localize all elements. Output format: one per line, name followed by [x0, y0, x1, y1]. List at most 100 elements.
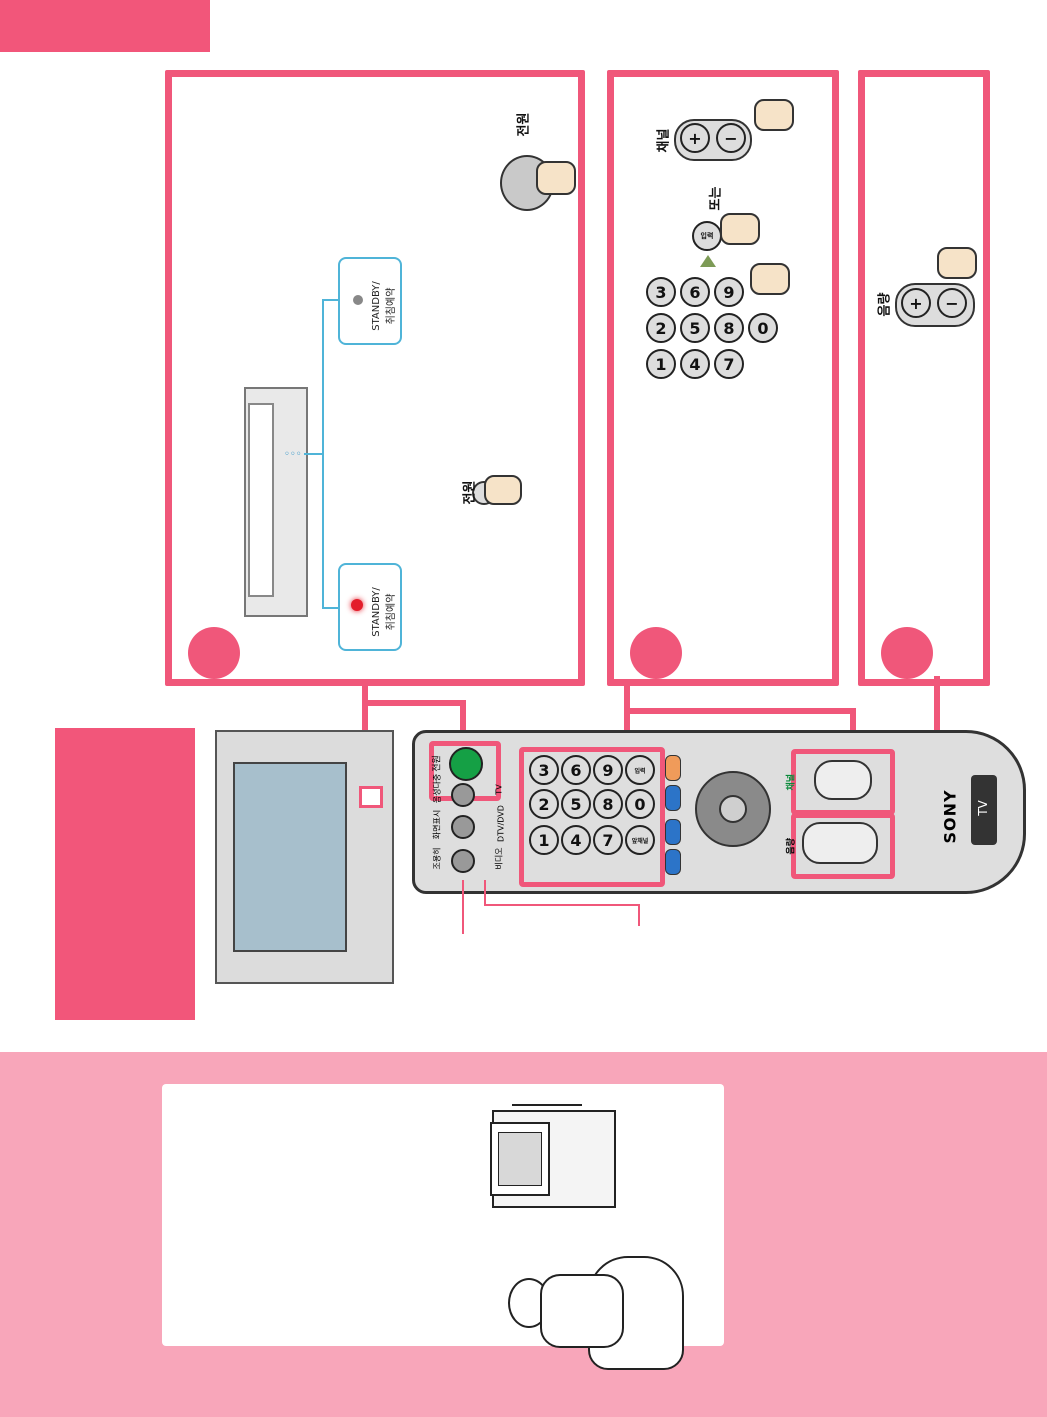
remote-model-badge: TV	[971, 775, 997, 845]
digit-button: 3	[646, 277, 676, 307]
remote-digit[interactable]: 4	[561, 825, 591, 855]
remote-brand: SONY	[940, 789, 960, 844]
callout-line	[484, 904, 640, 906]
volume-label: 음량	[877, 292, 893, 317]
remote-color-button[interactable]	[665, 819, 681, 845]
standby-indicator-on: STANDBY/ 취침예약	[338, 563, 402, 651]
audio-button[interactable]	[451, 783, 475, 807]
enter-label: 입력	[700, 232, 714, 240]
person-body	[540, 1274, 624, 1348]
dpad-center[interactable]	[719, 795, 747, 823]
hand-icon	[750, 263, 790, 295]
viewer-illustration	[486, 1226, 686, 1376]
tv-on-cabinet	[490, 1122, 550, 1196]
digit-button: 7	[714, 349, 744, 379]
display-button[interactable]	[451, 815, 475, 839]
digit-button: 6	[680, 277, 710, 307]
tv-illustration	[215, 730, 394, 984]
dpad[interactable]	[695, 771, 771, 847]
connector	[304, 453, 324, 455]
remote-digit[interactable]: 앞채널	[625, 825, 655, 855]
channel-rocker-remote[interactable]	[814, 760, 872, 800]
remote-color-button[interactable]	[665, 755, 681, 781]
callout-line	[462, 880, 464, 934]
volume-rocker-remote[interactable]	[802, 822, 878, 864]
step-panel-3: + − 음량	[858, 70, 990, 686]
mute-label: 조용히	[432, 847, 442, 870]
step-panel-1: ◦◦◦ STANDBY/ 취침예약 STANDBY/ 취침예약 전원 전원	[165, 70, 585, 686]
channel-minus-icon: −	[716, 123, 746, 153]
tv-power-label: 전원	[462, 480, 478, 505]
or-label: 또는	[708, 186, 724, 211]
remote-digit[interactable]: 9	[593, 755, 623, 785]
volume-plus-icon: +	[901, 288, 931, 318]
remote-digit[interactable]: 1	[529, 825, 559, 855]
digit-button: 5	[680, 313, 710, 343]
standby-label-on: STANDBY/ 취침예약	[371, 587, 397, 637]
side-block	[55, 728, 195, 1020]
tv-front-illustration: ◦◦◦	[244, 387, 308, 617]
remote-digit[interactable]: 7	[593, 825, 623, 855]
connector	[322, 299, 342, 301]
standby-indicator-off: STANDBY/ 취침예약	[338, 257, 402, 345]
digit-button: 4	[680, 349, 710, 379]
volume-label-remote: 음량	[786, 837, 797, 855]
remote-digit[interactable]: 5	[561, 789, 591, 819]
indicator-led-off	[353, 295, 363, 305]
display-label: 화면표시	[432, 809, 442, 840]
callout-line	[638, 904, 640, 926]
remote-digit[interactable]: 입력	[625, 755, 655, 785]
remote-digit[interactable]: 0	[625, 789, 655, 819]
digit-button: 1	[646, 349, 676, 379]
tv-cabinet-illustration	[482, 1100, 622, 1210]
enter-button: 입력	[692, 221, 722, 251]
remote-model: TV	[976, 800, 990, 816]
step-badge-2	[630, 627, 682, 679]
hand-icon	[536, 161, 576, 195]
channel-highlight	[791, 749, 895, 815]
remote-digit[interactable]: 2	[529, 789, 559, 819]
remote-digit[interactable]: 3	[529, 755, 559, 785]
remote-color-button[interactable]	[665, 785, 681, 811]
mute-button[interactable]	[451, 849, 475, 873]
standby-label-off: STANDBY/ 취침예약	[371, 281, 397, 331]
remote-power-button[interactable]	[449, 747, 483, 781]
step-badge-3	[881, 627, 933, 679]
hand-icon	[937, 247, 977, 279]
callout-line	[484, 880, 486, 904]
digit-button: 8	[714, 313, 744, 343]
hand-icon	[720, 213, 760, 245]
indicator-led-on	[351, 599, 363, 611]
hand-icon	[484, 475, 522, 505]
step-panel-2: + − 채널 또는 입력 3 6 9 2 5 8 0 1 4 7	[607, 70, 839, 686]
connector	[460, 700, 466, 742]
audio-label: 음성다중	[432, 773, 442, 804]
digit-button: 9	[714, 277, 744, 307]
tv-screen	[233, 762, 347, 952]
tv-label: TV	[494, 784, 504, 795]
remote-color-button[interactable]	[665, 849, 681, 875]
step-badge-1	[188, 627, 240, 679]
hand-icon	[754, 99, 794, 131]
connector	[322, 607, 342, 609]
remote-illustration: 전원 조용히 화면표시 음성다중 비디오 DTV/DVD TV 3 6 9 입력…	[412, 730, 1026, 894]
digit-button: 0	[748, 313, 778, 343]
volume-minus-icon: −	[937, 288, 967, 318]
remote-power-label: 전원	[516, 112, 532, 137]
connector	[362, 700, 466, 706]
digit-pad-highlight	[519, 747, 665, 887]
plant	[512, 1074, 582, 1106]
digit-button: 2	[646, 313, 676, 343]
remote-digit[interactable]: 6	[561, 755, 591, 785]
remote-digit[interactable]: 8	[593, 789, 623, 819]
connector	[624, 708, 854, 714]
channel-label: 채널	[656, 128, 672, 153]
tv-power-indicator	[359, 786, 383, 808]
header-tab	[0, 0, 210, 52]
channel-plus-icon: +	[680, 123, 710, 153]
volume-rocker: + −	[895, 283, 975, 327]
volume-highlight	[791, 813, 895, 879]
arrow-up-icon	[700, 255, 716, 267]
tv-on-cabinet-screen	[498, 1132, 542, 1186]
channel-rocker: + −	[674, 119, 752, 161]
